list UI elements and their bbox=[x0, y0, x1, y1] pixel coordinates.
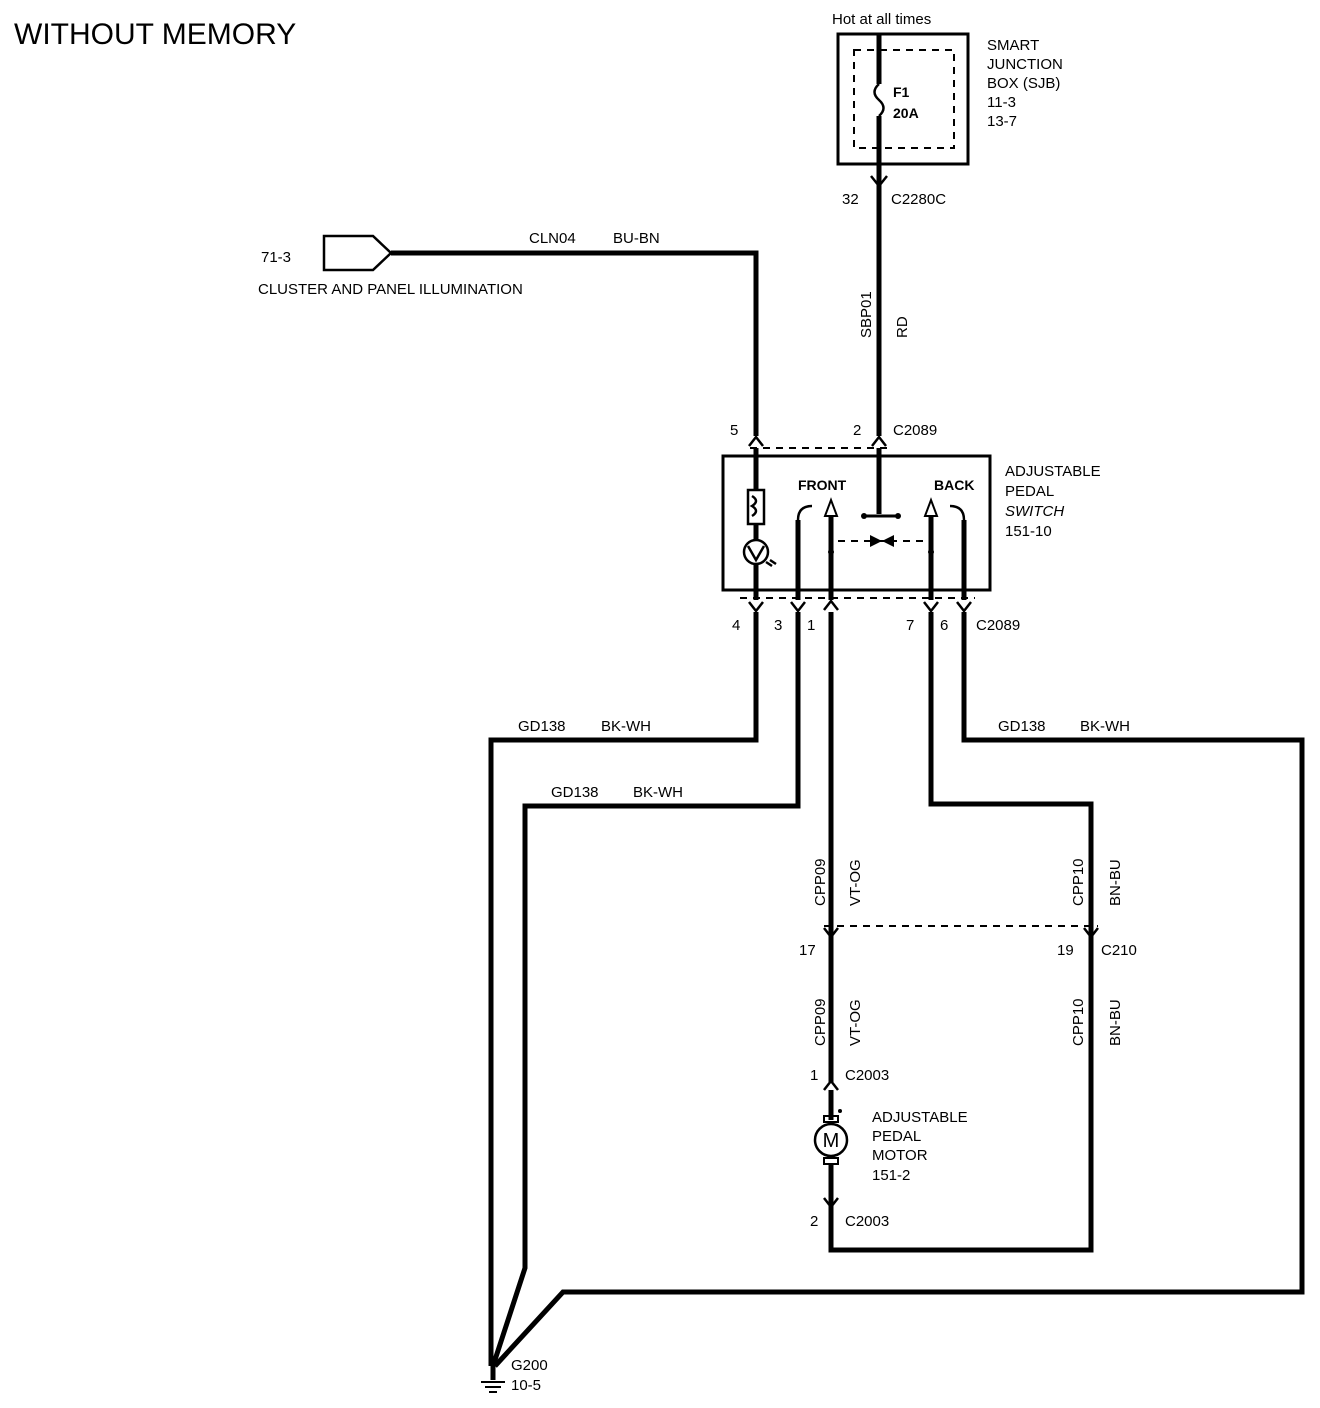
wire-gd138-3-color: BK-WH bbox=[1080, 718, 1130, 735]
c210-pin-19: 19 bbox=[1057, 942, 1074, 959]
wire-cpp10 bbox=[828, 612, 1094, 1253]
illumination-ref: 71-3 bbox=[261, 249, 291, 266]
sjb-name-line-5: 13-7 bbox=[987, 113, 1017, 130]
front-contact-arrow-icon bbox=[823, 497, 839, 517]
lamp-icon bbox=[742, 538, 777, 568]
pin-17-icon bbox=[823, 927, 839, 940]
connector-arrow-icon bbox=[322, 234, 393, 272]
ground-ref: 10-5 bbox=[511, 1377, 541, 1394]
wire-cpp10-upper-color: BN-BU bbox=[1107, 859, 1124, 906]
motor-icon: M bbox=[813, 1115, 849, 1165]
motor-symbol: M bbox=[823, 1130, 840, 1152]
switch-top-connector: C2089 bbox=[893, 422, 937, 439]
wire-cpp09-upper-circuit: CPP09 bbox=[812, 858, 829, 906]
wire-cpp09-lower-color: VT-OG bbox=[847, 999, 864, 1046]
wire-cpp10-lower-circuit: CPP10 bbox=[1070, 998, 1087, 1046]
motor-name-line-3: MOTOR bbox=[872, 1147, 928, 1164]
wire-gd138-2-circuit: GD138 bbox=[551, 784, 599, 801]
wire-gd138-1-color: BK-WH bbox=[601, 718, 651, 735]
sjb-name-line-1: SMART bbox=[987, 37, 1039, 54]
pin-2-c2003-icon bbox=[823, 1197, 839, 1210]
switch-name-line-3: SWITCH bbox=[1005, 503, 1064, 520]
wire-cpp09-lower-circuit: CPP09 bbox=[812, 998, 829, 1046]
wire-gd138-1-circuit: GD138 bbox=[518, 718, 566, 735]
connector-c2280c-icon bbox=[870, 175, 888, 189]
switch-top-pin-2: 2 bbox=[853, 422, 861, 439]
pin-7-icon bbox=[923, 601, 939, 614]
sjb-inner-boundary bbox=[853, 49, 955, 149]
linkage-arrows-icon bbox=[870, 535, 894, 547]
ground-icon bbox=[481, 1381, 505, 1393]
ground-g200: G200 10-5 bbox=[481, 1357, 548, 1394]
ground-name: G200 bbox=[511, 1357, 548, 1374]
wire-cpp10-upper-circuit: CPP10 bbox=[1070, 858, 1087, 906]
adjustable-pedal-motor: 1 C2003 M 2 C2003 ADJUSTABLE PEDAL MOTOR… bbox=[810, 1067, 968, 1230]
c2280c-pin: 32 bbox=[842, 191, 859, 208]
switch-outline bbox=[721, 454, 992, 592]
wire-sbp01-color: RD bbox=[894, 316, 911, 338]
motor-pin-2: 2 bbox=[810, 1213, 818, 1230]
sjb-name-line-3: BOX (SJB) bbox=[987, 75, 1060, 92]
wire-cpp09-upper-color: VT-OG bbox=[847, 859, 864, 906]
switch-top-pin-5: 5 bbox=[730, 422, 738, 439]
motor-name-line-4: 151-2 bbox=[872, 1167, 910, 1184]
illumination-source: 71-3 CLUSTER AND PANEL ILLUMINATION bbox=[258, 234, 523, 298]
pin-2-icon bbox=[871, 434, 887, 447]
switch-bottom-pin-1: 1 bbox=[807, 617, 815, 634]
wire-cln04-circuit: CLN04 bbox=[529, 230, 576, 247]
motor-name-line-2: PEDAL bbox=[872, 1128, 921, 1145]
wire-gd138-3-circuit: GD138 bbox=[998, 718, 1046, 735]
motor-connector-bottom: C2003 bbox=[845, 1213, 889, 1230]
wire-gd138-3 bbox=[493, 612, 1305, 1368]
c2280c-label: C2280C bbox=[891, 191, 946, 208]
resistor-icon bbox=[746, 488, 766, 526]
fuse-name: F1 bbox=[893, 84, 910, 100]
smart-junction-box: Hot at all times SMART JUNCTION BOX (SJB… bbox=[832, 11, 1063, 208]
wire-cln04 bbox=[391, 250, 759, 436]
pin-1-icon bbox=[823, 598, 839, 611]
pin-1-c2003-icon bbox=[823, 1078, 839, 1091]
motor-name-line-1: ADJUSTABLE bbox=[872, 1109, 968, 1126]
switch-bottom-pin-4: 4 bbox=[732, 617, 740, 634]
fuse-rating: 20A bbox=[893, 105, 919, 121]
back-contact-arrow-icon bbox=[923, 497, 939, 517]
sjb-name-line-2: JUNCTION bbox=[987, 56, 1063, 73]
pin-3-icon bbox=[790, 601, 806, 614]
switch-bottom-connector: C2089 bbox=[976, 617, 1020, 634]
wire-gd138-2-color: BK-WH bbox=[633, 784, 683, 801]
illumination-label: CLUSTER AND PANEL ILLUMINATION bbox=[258, 281, 523, 298]
c210-label: C210 bbox=[1101, 942, 1137, 959]
switch-bottom-pin-7: 7 bbox=[906, 617, 914, 634]
switch-bottom-pin-6: 6 bbox=[940, 617, 948, 634]
sjb-name-line-4: 11-3 bbox=[987, 94, 1016, 111]
wire-sbp01-circuit: SBP01 bbox=[858, 291, 875, 338]
back-label: BACK bbox=[934, 477, 974, 493]
wire-gd138-2 bbox=[490, 612, 801, 1367]
motor-pin-1: 1 bbox=[810, 1067, 818, 1084]
front-label: FRONT bbox=[798, 477, 847, 493]
wire-gd138-1 bbox=[488, 612, 759, 1366]
pin-19-icon bbox=[1083, 927, 1099, 940]
wire-cpp10-lower-color: BN-BU bbox=[1107, 999, 1124, 1046]
pin-4-icon bbox=[748, 601, 764, 614]
power-label: Hot at all times bbox=[832, 11, 931, 28]
switch-bottom-pin-3: 3 bbox=[774, 617, 782, 634]
pin-6-icon bbox=[956, 601, 972, 614]
adjustable-pedal-switch: ADJUSTABLE PEDAL SWITCH 151-10 FRONT BAC… bbox=[721, 448, 1101, 600]
switch-name-line-2: PEDAL bbox=[1005, 483, 1054, 500]
sjb-outline bbox=[836, 32, 970, 166]
c210-pin-17: 17 bbox=[799, 942, 816, 959]
switch-name-line-1: ADJUSTABLE bbox=[1005, 463, 1101, 480]
motor-connector-top: C2003 bbox=[845, 1067, 889, 1084]
diagram-title: WITHOUT MEMORY bbox=[14, 18, 296, 51]
switch-name-line-4: 151-10 bbox=[1005, 523, 1052, 540]
pin-5-icon bbox=[748, 434, 764, 447]
wire-cln04-color: BU-BN bbox=[613, 230, 660, 247]
fuse-icon bbox=[873, 34, 885, 190]
